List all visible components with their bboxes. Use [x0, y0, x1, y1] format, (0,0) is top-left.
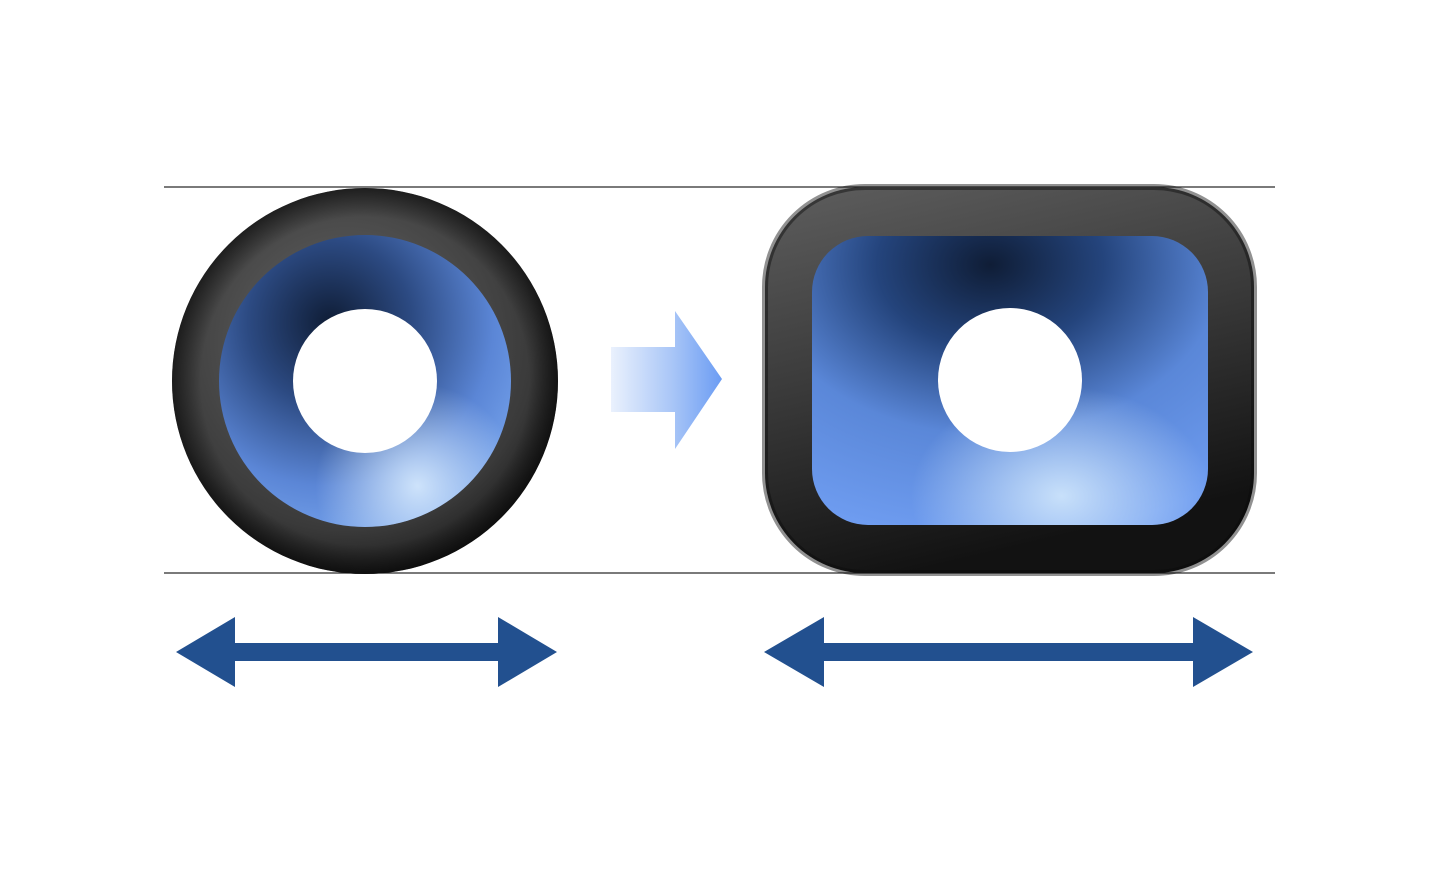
- rectangular-speaker-surround-shade: [762, 184, 1257, 576]
- round-speaker-dust-cap: [293, 309, 437, 453]
- round-speaker-width-arrow: [176, 617, 557, 687]
- transition-arrow: [611, 311, 722, 449]
- rectangular-speaker-dust-cap: [938, 308, 1082, 452]
- round-speaker: [172, 188, 558, 574]
- rectangular-speaker: [762, 184, 1257, 576]
- rectangular-speaker-width-arrow: [764, 617, 1253, 687]
